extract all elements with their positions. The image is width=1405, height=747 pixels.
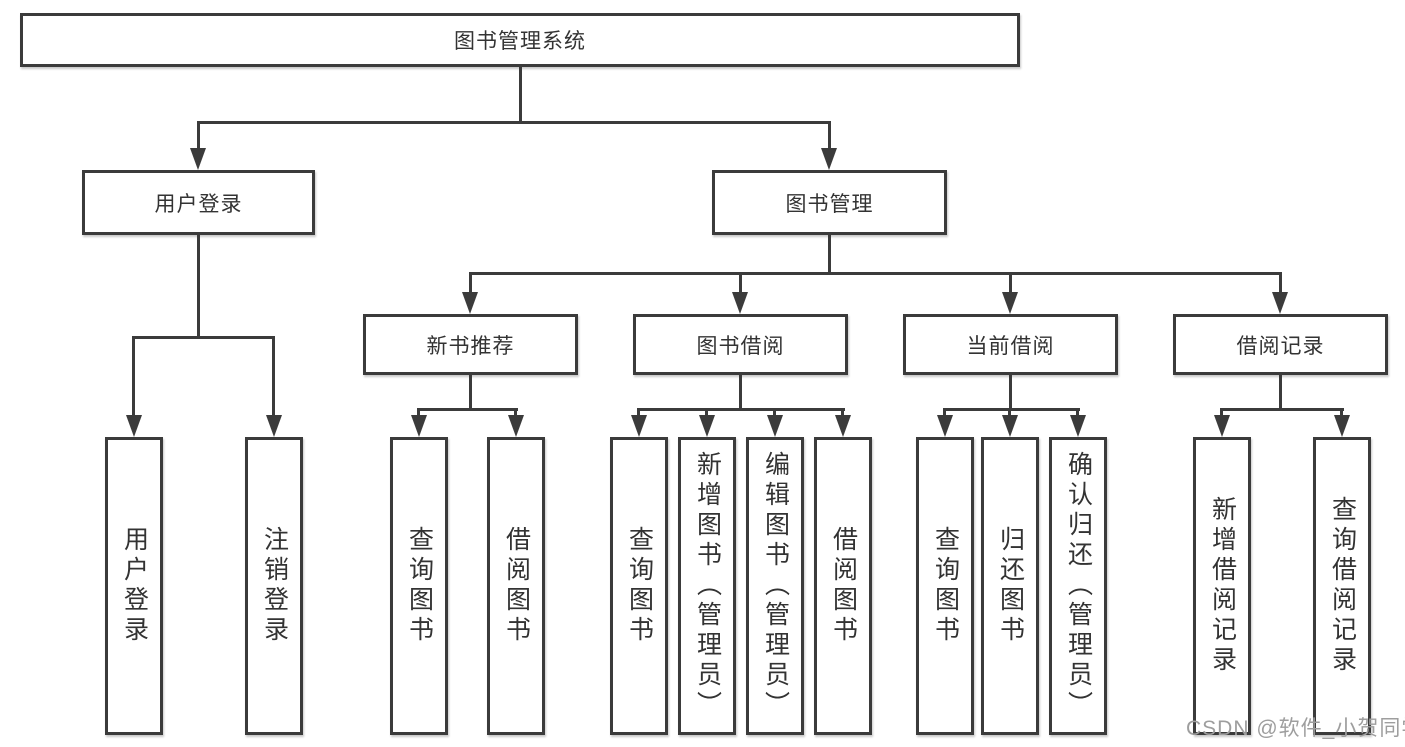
connector-drop-user-login — [197, 121, 200, 150]
node-book-management: 图书管理 — [712, 170, 947, 235]
connector-drop-bb-add — [705, 408, 708, 416]
leaf-borrow-query-book: 查询图书 — [610, 437, 668, 735]
leaf-label: 新增图书（管理员） — [693, 451, 722, 721]
leaf-newbook-query-book: 查询图书 — [390, 437, 448, 735]
connector-bookmgmt-stem — [828, 235, 831, 275]
connector-userlogin-bar — [132, 336, 275, 339]
leaf-label: 借阅图书 — [502, 526, 531, 646]
connector-drop-br-query — [1340, 408, 1343, 416]
leaf-current-query-book: 查询图书 — [916, 437, 974, 735]
connector-drop-cb-return — [1008, 408, 1011, 416]
arrowhead-bb-query — [631, 415, 647, 437]
arrowhead-bb-add — [699, 415, 715, 437]
node-book-borrow: 图书借阅 — [633, 314, 848, 375]
leaf-user-login: 用户登录 — [105, 437, 163, 735]
arrowhead-cb-query — [937, 415, 953, 437]
arrowhead-leaf-user-login — [126, 415, 142, 437]
arrowhead-leaf-logout — [266, 415, 282, 437]
connector-drop-cb-query — [943, 408, 946, 416]
leaf-label: 查询图书 — [931, 526, 960, 646]
leaf-borrow-borrow-book: 借阅图书 — [814, 437, 872, 735]
connector-drop-borrow-records — [1279, 272, 1282, 294]
arrowhead-book-management — [821, 148, 837, 170]
leaf-logout: 注销登录 — [245, 437, 303, 735]
leaf-label: 编辑图书（管理员） — [761, 451, 790, 721]
leaf-label: 借阅图书 — [829, 526, 858, 646]
node-label: 图书管理 — [785, 192, 874, 216]
arrowhead-current-borrow — [1002, 292, 1018, 314]
leaf-borrow-edit-book-admin: 编辑图书（管理员） — [746, 437, 804, 735]
connector-newbook-bar — [417, 408, 518, 411]
connector-drop-leaf-user-login — [132, 336, 135, 416]
connector-bookmgmt-bar — [469, 272, 1282, 275]
node-current-borrow: 当前借阅 — [903, 314, 1118, 375]
connector-drop-bb-query — [637, 408, 640, 416]
connector-drop-leaf-logout — [272, 336, 275, 416]
watermark-text: CSDN @软件_小贺同学 — [1186, 717, 1405, 740]
node-label: 借阅记录 — [1236, 334, 1325, 358]
leaf-label: 确认归还（管理员） — [1064, 451, 1093, 721]
arrowhead-borrow-records — [1272, 292, 1288, 314]
arrowhead-user-login — [190, 148, 206, 170]
arrowhead-new-book-recommend — [462, 292, 478, 314]
leaf-label: 查询借阅记录 — [1328, 496, 1357, 676]
node-label: 当前借阅 — [966, 334, 1055, 358]
connector-root-stem — [519, 67, 522, 124]
connector-drop-bb-edit — [773, 408, 776, 416]
node-borrow-records: 借阅记录 — [1173, 314, 1388, 375]
leaf-current-return-book: 归还图书 — [981, 437, 1039, 735]
leaf-current-confirm-return-admin: 确认归还（管理员） — [1049, 437, 1107, 735]
connector-drop-newbook-query — [417, 408, 420, 416]
connector-currentborrow-bar — [943, 408, 1080, 411]
connector-records-stem — [1279, 375, 1282, 411]
connector-drop-current-borrow — [1009, 272, 1012, 294]
leaf-records-query-record: 查询借阅记录 — [1313, 437, 1371, 735]
connector-newbook-stem — [469, 375, 472, 411]
node-label: 图书管理系统 — [454, 30, 586, 53]
leaf-records-add-record: 新增借阅记录 — [1193, 437, 1251, 735]
node-root: 图书管理系统 — [20, 13, 1020, 67]
connector-drop-book-management — [828, 121, 831, 150]
connector-drop-newbook-borrow — [514, 408, 517, 416]
connector-bookborrow-bar — [637, 408, 845, 411]
leaf-label: 用户登录 — [120, 526, 149, 646]
connector-userlogin-stem — [197, 235, 200, 339]
connector-records-bar — [1220, 408, 1344, 411]
connector-drop-bb-borrow — [841, 408, 844, 416]
arrowhead-bb-borrow — [835, 415, 851, 437]
arrowhead-br-add — [1214, 415, 1230, 437]
node-label: 图书借阅 — [696, 334, 785, 358]
node-label: 用户登录 — [154, 192, 243, 216]
arrowhead-cb-confirm — [1070, 415, 1086, 437]
leaf-newbook-borrow-book: 借阅图书 — [487, 437, 545, 735]
leaf-label: 查询图书 — [625, 526, 654, 646]
leaf-label: 新增借阅记录 — [1208, 496, 1237, 676]
leaf-label: 注销登录 — [260, 526, 289, 646]
arrowhead-newbook-query — [411, 415, 427, 437]
connector-currentborrow-stem — [1009, 375, 1012, 411]
arrowhead-cb-return — [1002, 415, 1018, 437]
connector-drop-br-add — [1220, 408, 1223, 416]
leaf-label: 归还图书 — [996, 526, 1025, 646]
node-new-book-recommend: 新书推荐 — [363, 314, 578, 375]
connector-drop-book-borrow — [739, 272, 742, 294]
arrowhead-book-borrow — [732, 292, 748, 314]
arrowhead-bb-edit — [767, 415, 783, 437]
connector-bookborrow-stem — [739, 375, 742, 411]
arrowhead-newbook-borrow — [508, 415, 524, 437]
arrowhead-br-query — [1334, 415, 1350, 437]
node-label: 新书推荐 — [426, 334, 515, 358]
connector-drop-cb-confirm — [1076, 408, 1079, 416]
node-user-login: 用户登录 — [82, 170, 315, 235]
leaf-borrow-add-book-admin: 新增图书（管理员） — [678, 437, 736, 735]
connector-drop-new-book-recommend — [469, 272, 472, 294]
leaf-label: 查询图书 — [405, 526, 434, 646]
connector-root-bar — [197, 121, 831, 124]
